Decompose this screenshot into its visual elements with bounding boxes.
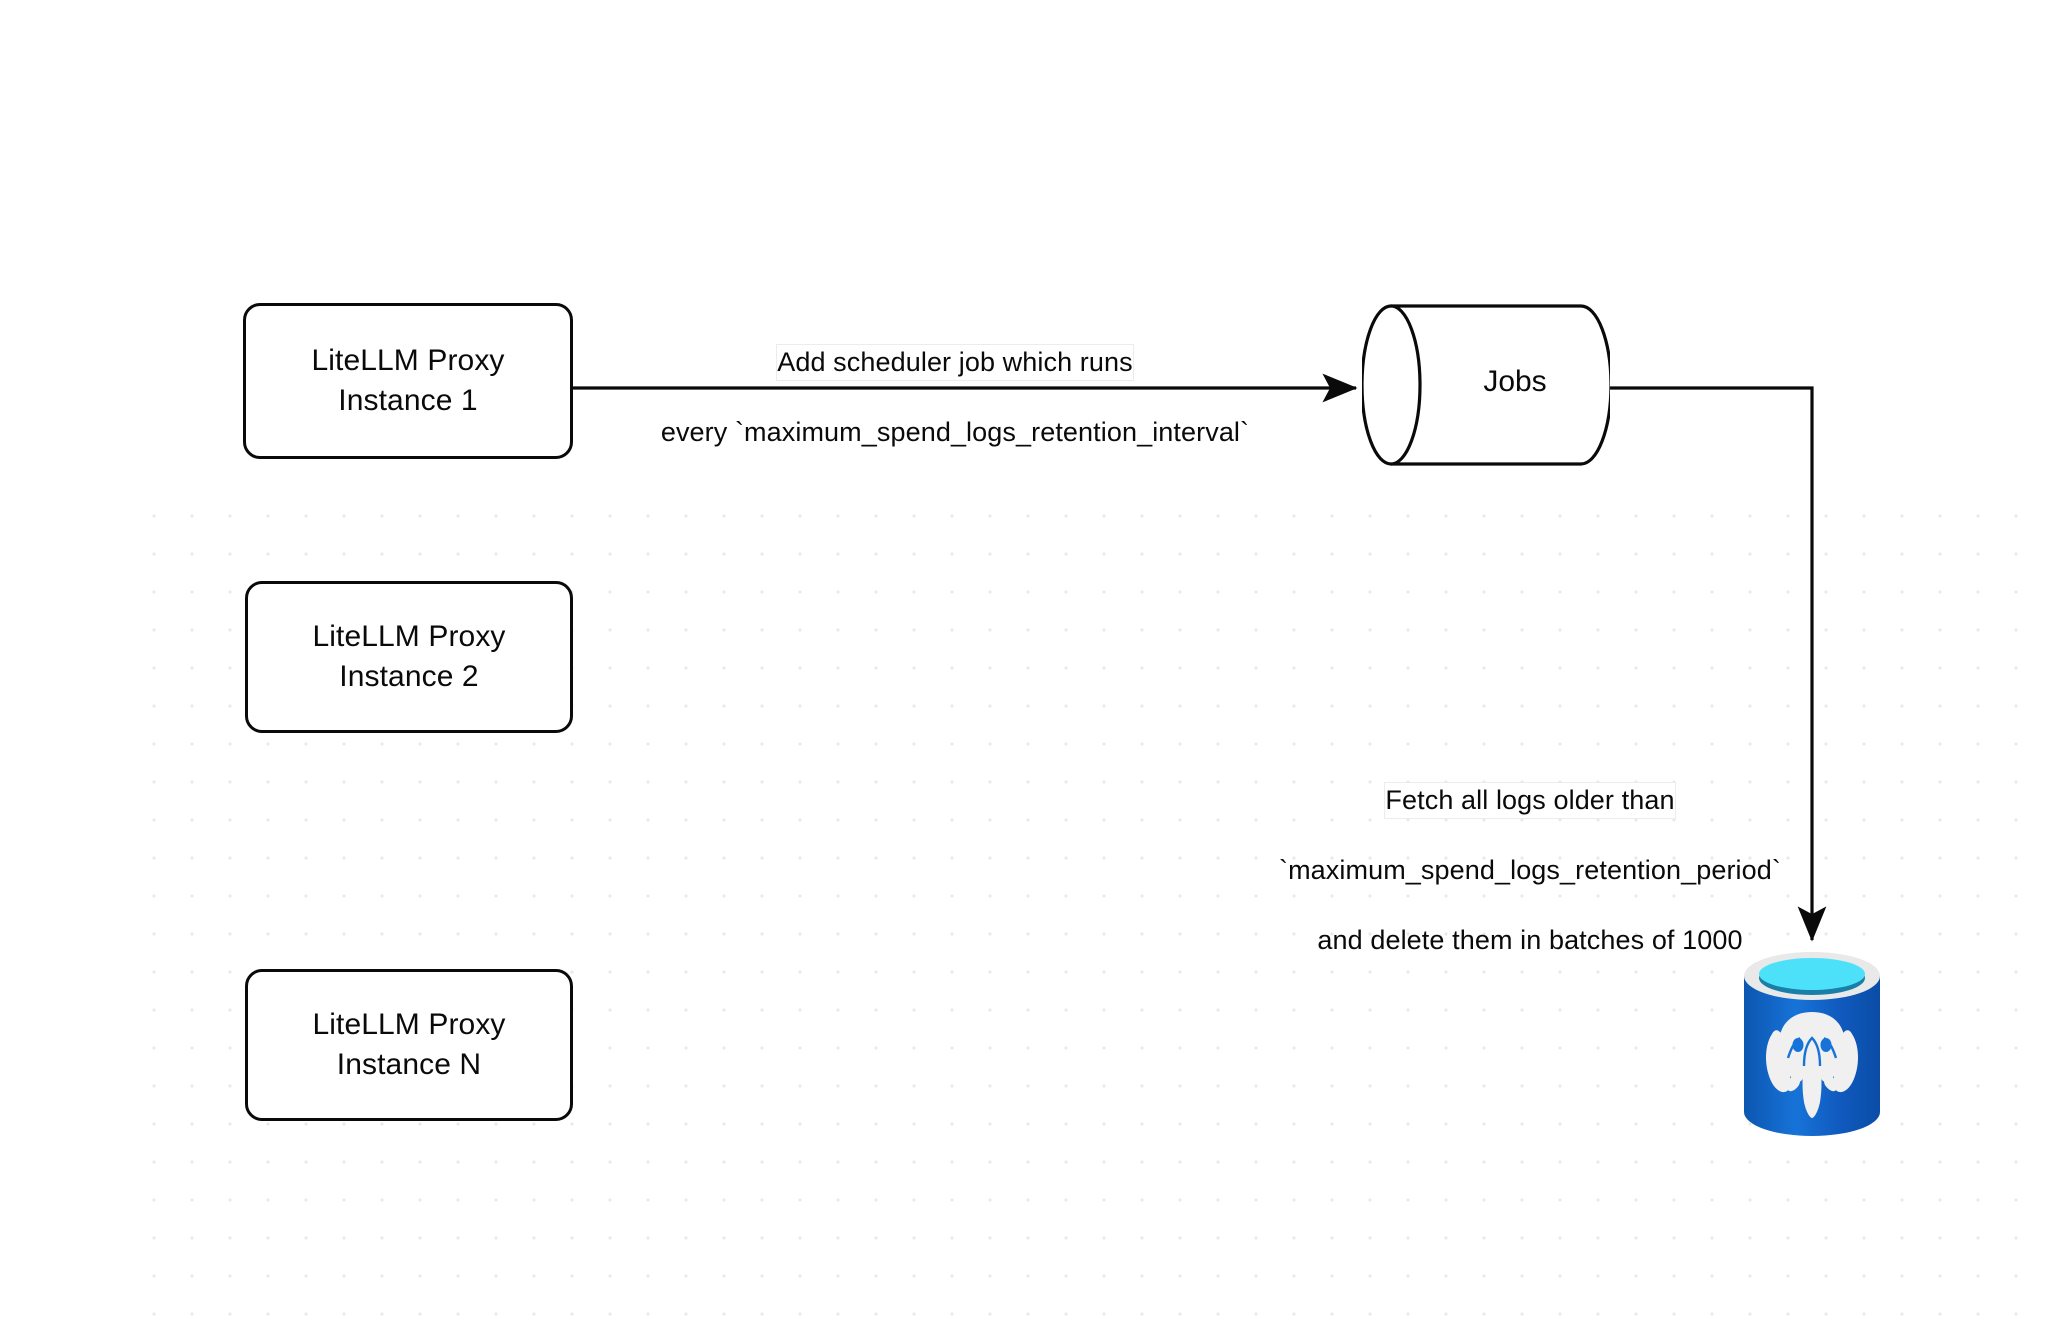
elephant-outline [1786,1036,1838,1067]
edge-label-line-2: every `maximum_spend_logs_retention_inte… [660,417,1250,448]
edge-label-line-1: Add scheduler job which runs [777,345,1133,381]
node-label: LiteLLM Proxy Instance 2 [312,620,506,693]
edge-label-line-3: and delete them in batches of 1000 [1317,925,1743,956]
postgresql-elephant-icon [1766,1012,1858,1118]
node-label: LiteLLM Proxy Instance 1 [311,344,505,417]
edge-label-fetch-delete: Fetch all logs older than `maximum_spend… [1230,748,1830,959]
edge-label-line-1: Fetch all logs older than [1385,783,1675,819]
edge-label-line-2: `maximum_spend_logs_retention_period` [1279,855,1781,886]
node-jobs-label: Jobs [1483,365,1547,398]
edge-label-scheduler: Add scheduler job which runs every `maxi… [600,310,1310,450]
node-jobs-cylinder[interactable] [1362,300,1610,470]
edge-jobs-to-database [1603,386,1827,942]
node-litellm-proxy-instance-2[interactable]: LiteLLM Proxy Instance 2 [245,581,573,733]
node-label: LiteLLM Proxy Instance N [312,1008,506,1081]
node-litellm-proxy-instance-1[interactable]: LiteLLM Proxy Instance 1 [243,303,573,459]
node-postgresql-database[interactable] [1742,950,1882,1142]
node-litellm-proxy-instance-n[interactable]: LiteLLM Proxy Instance N [245,969,573,1121]
